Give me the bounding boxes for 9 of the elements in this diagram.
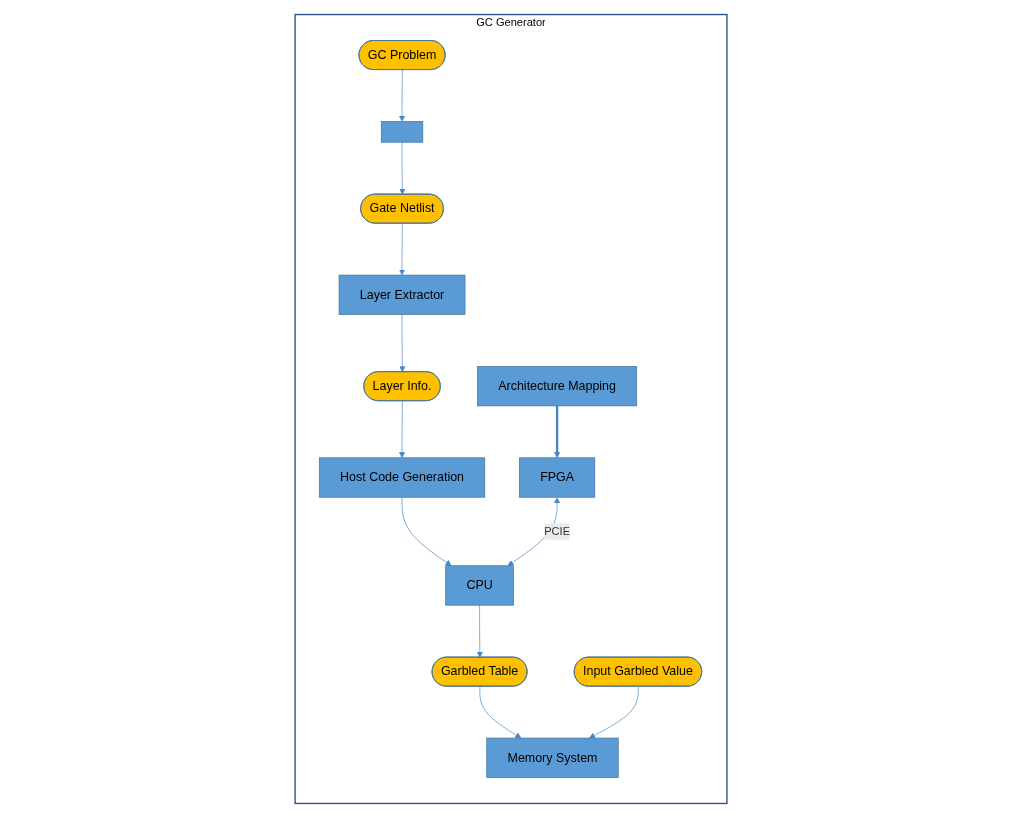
node-box: Layer Extractor <box>339 274 466 315</box>
node-box: Host Code Generation <box>319 456 486 498</box>
node-box: Architecture Mapping <box>477 365 638 406</box>
node-box: CPU <box>445 564 515 606</box>
node-box <box>381 120 424 143</box>
edge-label: PCIE <box>544 524 571 537</box>
node-box: FPGA <box>519 456 596 498</box>
arrow <box>554 405 561 458</box>
node-box: Memory System <box>486 737 620 778</box>
